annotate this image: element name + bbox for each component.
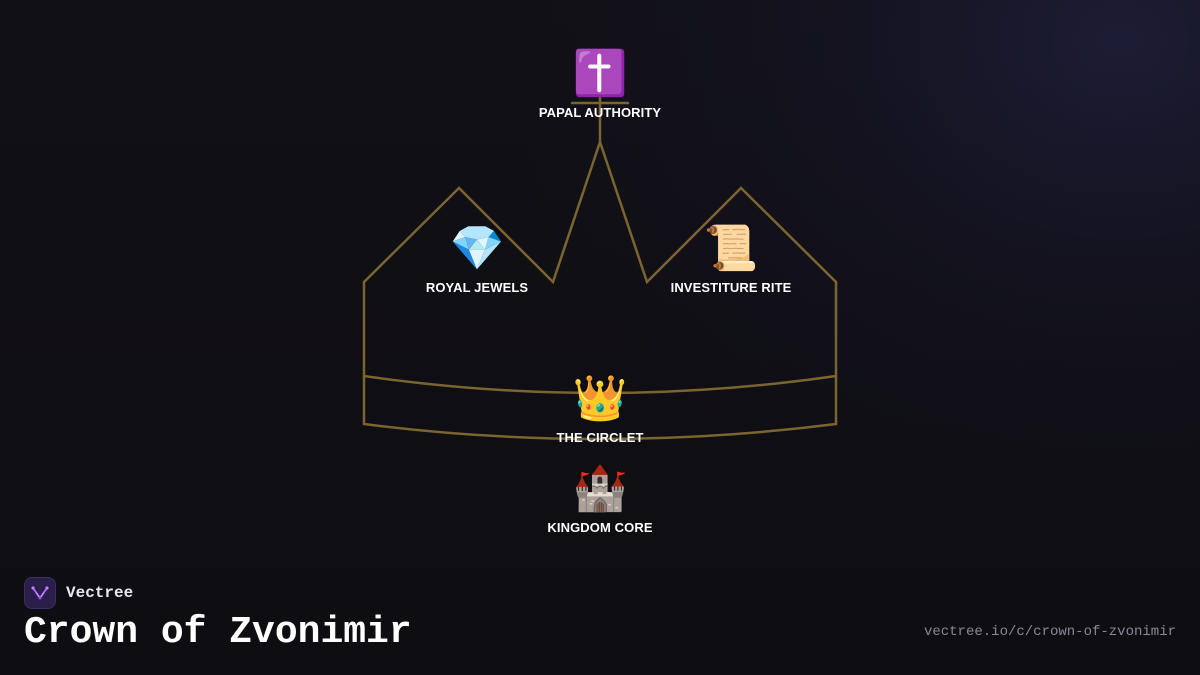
node-label: PAPAL AUTHORITY <box>538 105 662 120</box>
crown-icon: 👑 <box>572 373 628 424</box>
node-royal-jewels[interactable]: 💎 ROYAL JEWELS <box>377 223 577 296</box>
crown-points <box>362 138 838 285</box>
crown-band-top <box>362 374 838 395</box>
cross-icon: ✝️ <box>572 48 628 99</box>
node-papal-authority[interactable]: ✝️ PAPAL AUTHORITY <box>500 48 700 121</box>
node-label: ROYAL JEWELS <box>425 280 529 295</box>
node-investiture-rite[interactable]: 📜 INVESTITURE RITE <box>631 223 831 296</box>
brand-name: Vectree <box>66 584 134 602</box>
castle-icon: 🏰 <box>572 463 628 514</box>
vectree-logo-icon <box>24 577 56 609</box>
node-label: INVESTITURE RITE <box>670 280 792 295</box>
node-label: THE CIRCLET <box>556 430 644 445</box>
page-url[interactable]: vectree.io/c/crown-of-zvonimir <box>923 624 1176 640</box>
node-kingdom-core[interactable]: 🏰 KINGDOM CORE <box>500 463 700 536</box>
crown-band-bottom <box>362 422 838 441</box>
node-the-circlet[interactable]: 👑 THE CIRCLET <box>500 373 700 446</box>
page-title: Crown of Zvonimir <box>24 611 412 654</box>
node-label: KINGDOM CORE <box>547 520 653 535</box>
gem-icon: 💎 <box>449 223 505 274</box>
brand[interactable]: Vectree <box>24 577 133 609</box>
scroll-icon: 📜 <box>703 223 759 274</box>
